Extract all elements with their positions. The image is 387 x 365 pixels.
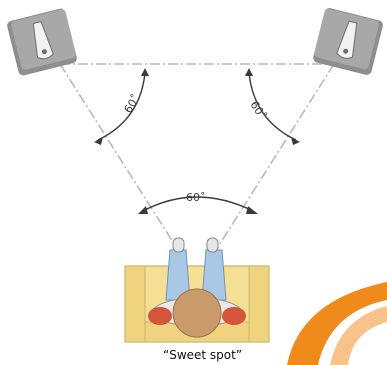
- left-guide-line: [59, 63, 179, 251]
- person-on-sofa-icon: [124, 237, 270, 343]
- right-hand: [222, 307, 246, 325]
- triangle-guides: [59, 63, 335, 251]
- left-speaker-icon: [7, 8, 77, 76]
- bottom-angle-label: 60˚: [186, 191, 206, 204]
- decorative-swoosh: [287, 282, 387, 365]
- right-speaker-icon: [313, 8, 383, 75]
- left-angle-arc: [97, 72, 146, 141]
- angle-arcs: [97, 72, 297, 212]
- arrowhead: [94, 137, 103, 145]
- sofa-right-arm: [248, 265, 270, 343]
- left-hand: [148, 307, 172, 325]
- arrowhead: [245, 68, 253, 76]
- right-angle-arc: [248, 72, 297, 141]
- arrowheads: [94, 68, 300, 214]
- right-guide-line: [215, 63, 335, 251]
- arrowhead: [138, 206, 148, 214]
- right-angle-label: 60˚: [247, 99, 268, 122]
- sofa-left-arm: [124, 265, 146, 343]
- arrowhead: [291, 137, 300, 145]
- left-foot: [172, 237, 185, 253]
- sweet-spot-caption: “Sweet spot”: [163, 348, 242, 362]
- arrowhead: [141, 68, 149, 76]
- right-foot: [206, 237, 219, 253]
- arrowhead: [246, 206, 258, 214]
- listener-angle-arc: [142, 196, 254, 212]
- head: [172, 288, 222, 338]
